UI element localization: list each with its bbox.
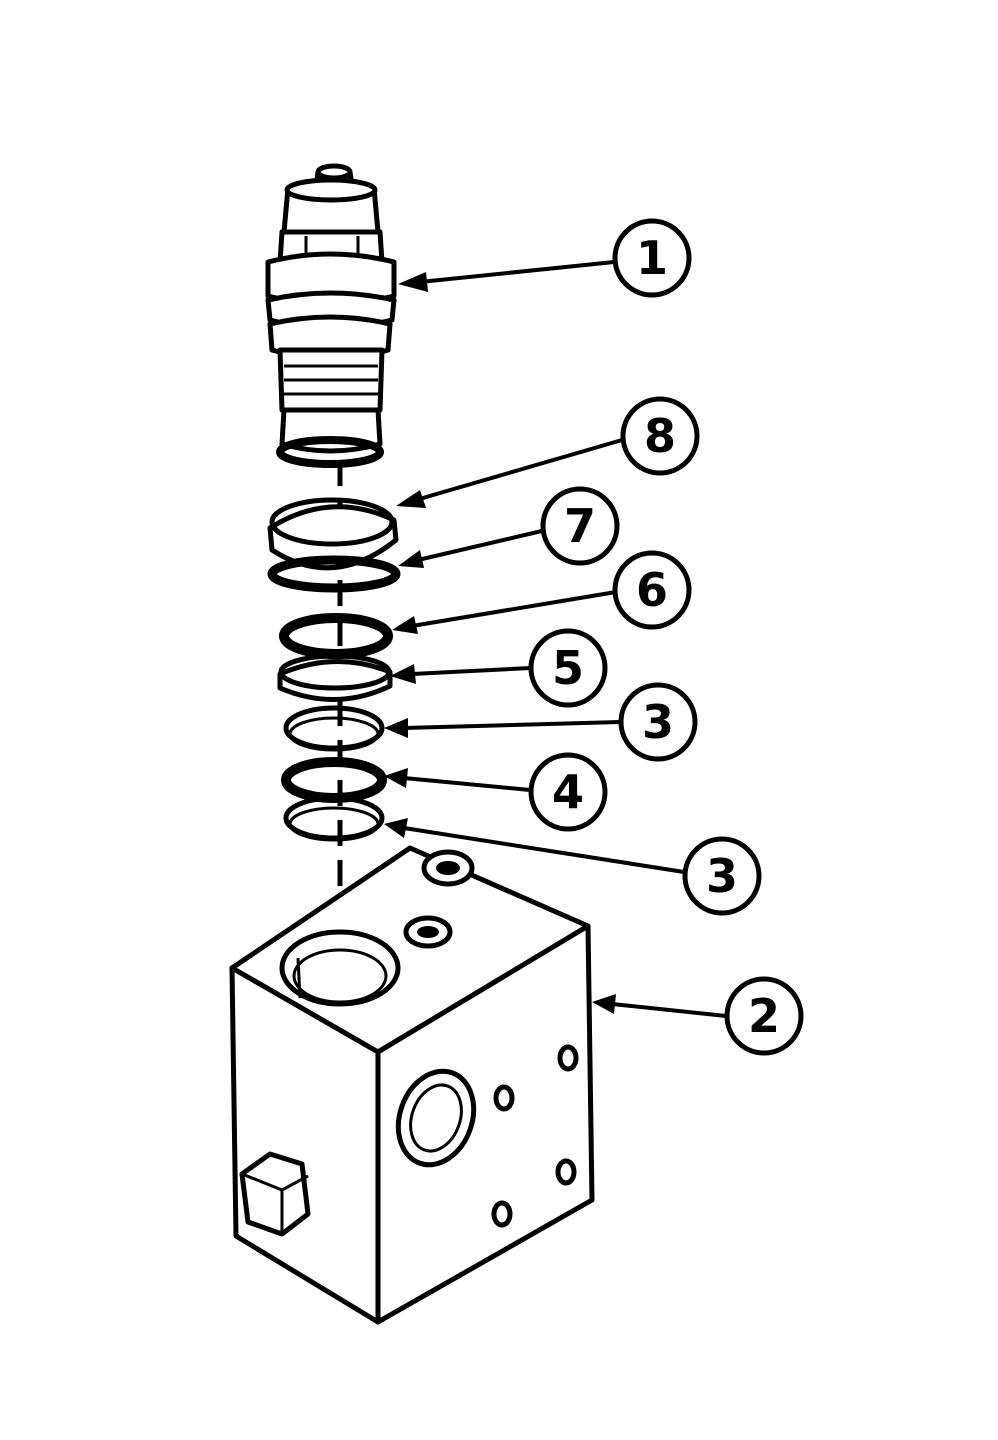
callout-label-2: 2 xyxy=(748,989,780,1043)
callout-label-1: 1 xyxy=(636,231,668,285)
backup-ring-3-upper xyxy=(283,705,385,752)
callout-label-4: 4 xyxy=(552,765,584,819)
cartridge-valve xyxy=(265,163,397,468)
callout-6: 6 xyxy=(612,550,692,630)
valve-block xyxy=(229,845,595,1325)
leader-lines xyxy=(384,260,727,1018)
callout-label-5: 5 xyxy=(552,641,584,695)
callout-label-7: 7 xyxy=(564,499,596,553)
callout-label-6: 6 xyxy=(636,563,668,617)
callout-4: 4 xyxy=(528,752,608,832)
callout-2: 2 xyxy=(724,976,804,1056)
backup-ring-8 xyxy=(267,497,399,571)
o-ring-4 xyxy=(281,757,387,803)
callout-label-8: 8 xyxy=(644,409,676,463)
callout-3-upper: 3 xyxy=(618,682,698,762)
callout-3-lower: 3 xyxy=(682,836,762,916)
callout-5: 5 xyxy=(528,628,608,708)
o-ring-7 xyxy=(267,555,401,593)
callout-label-3-lower: 3 xyxy=(706,849,738,903)
callout-1: 1 xyxy=(612,218,692,298)
callout-label-3-upper: 3 xyxy=(642,695,674,749)
callout-7: 7 xyxy=(540,486,620,566)
backup-ring-5 xyxy=(277,653,393,702)
backup-ring-3-lower xyxy=(283,795,385,842)
o-ring-6 xyxy=(279,613,393,659)
callout-8: 8 xyxy=(620,396,700,476)
